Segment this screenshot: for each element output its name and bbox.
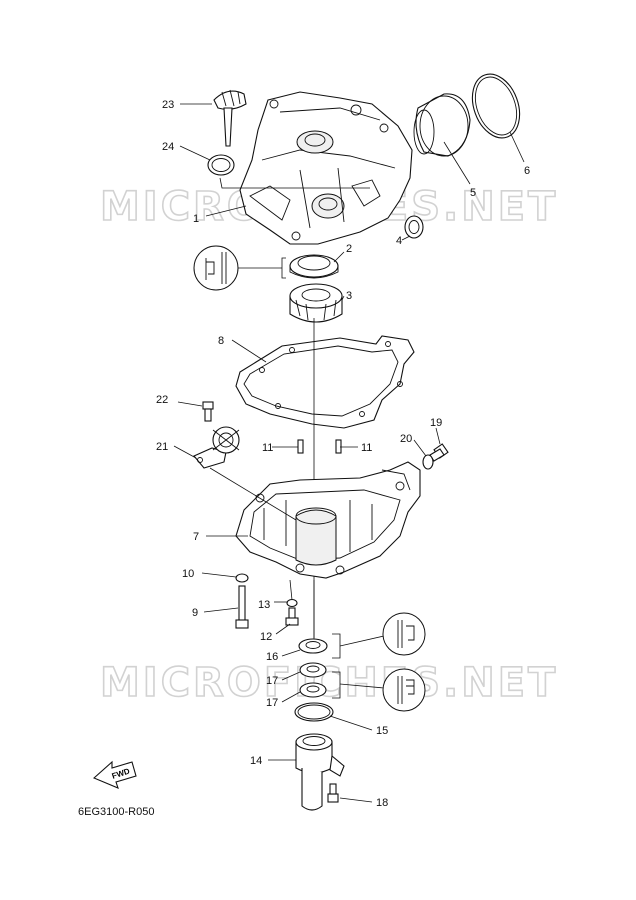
callout-10: 10 bbox=[182, 568, 194, 580]
callout-15: 15 bbox=[376, 725, 388, 737]
callout-6: 6 bbox=[524, 165, 530, 177]
callout-24: 24 bbox=[162, 141, 174, 153]
bolt-22-part[interactable] bbox=[202, 401, 214, 422]
lower-case-part[interactable] bbox=[235, 461, 421, 579]
bolt-12-part[interactable] bbox=[285, 607, 299, 626]
callout-23: 23 bbox=[162, 99, 174, 111]
washer-10-part[interactable] bbox=[235, 573, 249, 583]
oil-seal-2-part[interactable] bbox=[289, 254, 339, 279]
seal-17-detail-bubble bbox=[382, 668, 426, 712]
callout-1: 1 bbox=[193, 213, 199, 225]
oil-seal-16-part[interactable] bbox=[298, 638, 328, 654]
washer-13-part[interactable] bbox=[286, 598, 298, 608]
oil-pump-gear-part[interactable] bbox=[193, 426, 240, 469]
watermark-bottom: MICROFICHES.NET bbox=[100, 660, 558, 706]
callout-13: 13 bbox=[258, 599, 270, 611]
oil-seal-4-part[interactable] bbox=[404, 215, 424, 239]
callout-18: 18 bbox=[376, 797, 388, 809]
callout-22: 22 bbox=[156, 394, 168, 406]
exhaust-guide-part[interactable] bbox=[295, 733, 345, 811]
bearing-part[interactable] bbox=[289, 283, 343, 323]
dowel-pin-right-part[interactable] bbox=[335, 439, 342, 454]
callout-17-upper: 17 bbox=[266, 675, 278, 687]
callout-20: 20 bbox=[400, 433, 412, 445]
oil-seal-17-upper-part[interactable] bbox=[299, 662, 327, 678]
callout-12: 12 bbox=[260, 631, 272, 643]
dipstick-cap-part[interactable] bbox=[213, 89, 247, 147]
callout-17-lower: 17 bbox=[266, 697, 278, 709]
forward-direction-arrow: FWD bbox=[92, 760, 137, 789]
drawing-code: 6EG3100-R050 bbox=[78, 806, 154, 818]
callout-8: 8 bbox=[218, 335, 224, 347]
bolt-18-part[interactable] bbox=[327, 783, 339, 803]
callout-11-right: 11 bbox=[361, 442, 372, 454]
callout-16: 16 bbox=[266, 651, 278, 663]
callout-9: 9 bbox=[192, 607, 198, 619]
callout-19: 19 bbox=[430, 417, 442, 429]
callout-7: 7 bbox=[193, 531, 199, 543]
dowel-pin-left-part[interactable] bbox=[297, 439, 304, 454]
callout-11-left: 11 bbox=[262, 442, 273, 454]
callout-3: 3 bbox=[346, 290, 352, 302]
seal-16-detail-bubble bbox=[382, 612, 426, 656]
washer-20-part[interactable] bbox=[422, 454, 434, 470]
seal-detail-bubble bbox=[193, 245, 286, 291]
callout-21: 21 bbox=[156, 441, 168, 453]
cover-part[interactable] bbox=[413, 93, 471, 157]
callout-2: 2 bbox=[346, 243, 352, 255]
bolt-9-part[interactable] bbox=[235, 585, 249, 629]
upper-case-part[interactable] bbox=[239, 91, 413, 245]
gasket-part[interactable] bbox=[235, 335, 415, 429]
callout-14: 14 bbox=[250, 755, 262, 767]
oil-seal-17-lower-part[interactable] bbox=[299, 682, 327, 698]
gasket-ring-part[interactable] bbox=[464, 67, 528, 144]
o-ring-15-part[interactable] bbox=[294, 702, 334, 722]
callout-4: 4 bbox=[396, 235, 402, 247]
callout-5: 5 bbox=[470, 187, 476, 199]
